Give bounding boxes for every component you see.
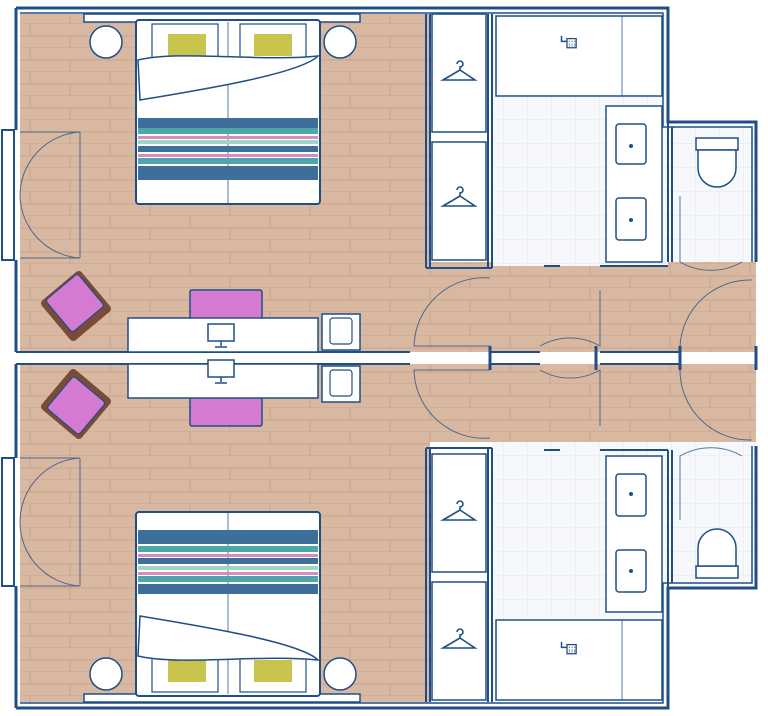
- armchair-bottom: [41, 369, 111, 439]
- door-swing-closet-bottom: [413, 369, 491, 439]
- corridor-floor-top: [430, 262, 756, 352]
- stripe: [138, 572, 318, 575]
- stripe: [138, 128, 318, 134]
- closet-bottom-2: [431, 581, 487, 701]
- window-swing-top: [19, 131, 81, 259]
- closet-top-2: [431, 141, 487, 261]
- pillow-left-inner: [168, 34, 206, 56]
- desk-area: [41, 271, 361, 439]
- door-swing-toilet-bottom: [679, 447, 743, 520]
- pillow-left-inner: [168, 660, 206, 682]
- stripe: [138, 530, 318, 544]
- sink-drain: [629, 569, 633, 573]
- toilet-tank-top: [695, 137, 739, 151]
- bathroom-bottom: [495, 455, 739, 701]
- windows: [1, 129, 81, 587]
- closet-wall-top: [425, 14, 493, 268]
- stripe: [138, 166, 318, 180]
- bed-top: [83, 13, 361, 205]
- armchair-seat: [47, 376, 106, 435]
- bathroom-top: [495, 15, 739, 263]
- nightstand-lamp-right: [323, 25, 357, 59]
- door-swing-entry-top: [679, 279, 753, 347]
- minibar-top-door: [329, 317, 353, 345]
- minibar-bottom-door: [329, 369, 353, 397]
- stripe: [138, 554, 318, 557]
- bed-bottom: [83, 511, 361, 703]
- stripe: [138, 584, 318, 594]
- stripe: [138, 558, 318, 564]
- closet-top-1: [431, 13, 487, 133]
- desk-chair-top: [189, 289, 263, 323]
- blanket-stripes-top: [138, 118, 318, 180]
- pillow-right-inner: [254, 660, 292, 682]
- stripe: [138, 118, 318, 128]
- window-top: [1, 129, 15, 261]
- stripe: [138, 154, 318, 157]
- door-swing-toilet-top: [679, 196, 743, 271]
- blanket-stripes-bottom: [138, 530, 318, 594]
- duvet-fold-bottom: [137, 615, 321, 661]
- dividing-wall: [16, 351, 680, 365]
- nightstand-lamp-left: [89, 25, 123, 59]
- sink-drain: [629, 218, 633, 222]
- armchair-seat: [45, 274, 104, 333]
- stripe: [138, 546, 318, 552]
- closet-bottom-1: [431, 453, 487, 573]
- stripe: [138, 136, 318, 139]
- corridor-floor-bottom: [430, 364, 756, 442]
- toilet-icon: [697, 149, 737, 188]
- duvet-fold-top: [137, 55, 321, 101]
- nightstand-lamp-right: [323, 657, 357, 691]
- walls: [14, 6, 758, 710]
- stripe: [138, 566, 318, 570]
- stripe: [138, 140, 318, 144]
- toilet-tank-bottom: [695, 565, 739, 579]
- door-swing-bath-top: [539, 290, 601, 347]
- toilet-wall-bottom: [667, 450, 673, 588]
- nightstand-lamp-left: [89, 657, 123, 691]
- corridor-stub-top: [488, 346, 682, 370]
- armchair-top: [41, 271, 111, 341]
- door-swing-entry-bottom: [679, 369, 753, 441]
- door-swing-bath-bottom: [539, 369, 601, 426]
- stripe: [138, 576, 318, 582]
- stripe: [138, 158, 318, 164]
- outer-wall-top-inner: [20, 12, 753, 262]
- desk-chair-bottom: [189, 393, 263, 427]
- shower-tray-bottom: [495, 619, 663, 701]
- outer-wall-bottom-inner: [20, 446, 753, 704]
- stripe: [138, 146, 318, 152]
- toilet-wall-top: [667, 122, 673, 262]
- door-swing-closet-top: [413, 277, 491, 347]
- shower-tray-top: [495, 15, 663, 97]
- sink-drain: [629, 492, 633, 496]
- closet-wall-bottom: [425, 448, 493, 702]
- toilet-icon: [697, 528, 737, 567]
- window-swing-bottom: [19, 457, 81, 587]
- sink-drain: [629, 144, 633, 148]
- window-bottom: [1, 457, 15, 587]
- closets: [431, 13, 487, 701]
- pillow-right-inner: [254, 34, 292, 56]
